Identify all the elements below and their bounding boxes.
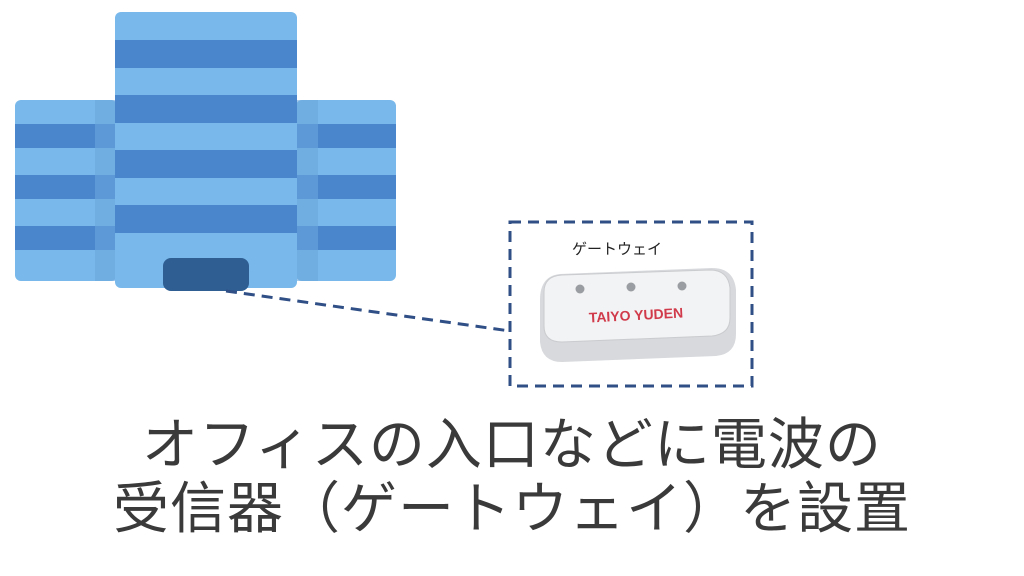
connector-line bbox=[226, 291, 510, 331]
gateway-label: ゲートウェイ bbox=[572, 238, 662, 259]
caption: オフィスの入口などに電波の 受信器（ゲートウェイ）を設置 bbox=[0, 414, 1024, 542]
caption-line-1: オフィスの入口などに電波の bbox=[0, 414, 1024, 478]
office-building-icon bbox=[15, 12, 396, 291]
caption-line-2: 受信器（ゲートウェイ）を設置 bbox=[0, 478, 1024, 542]
entrance-door bbox=[163, 258, 249, 291]
gateway-device-icon: TAIYO YUDEN bbox=[540, 268, 736, 362]
